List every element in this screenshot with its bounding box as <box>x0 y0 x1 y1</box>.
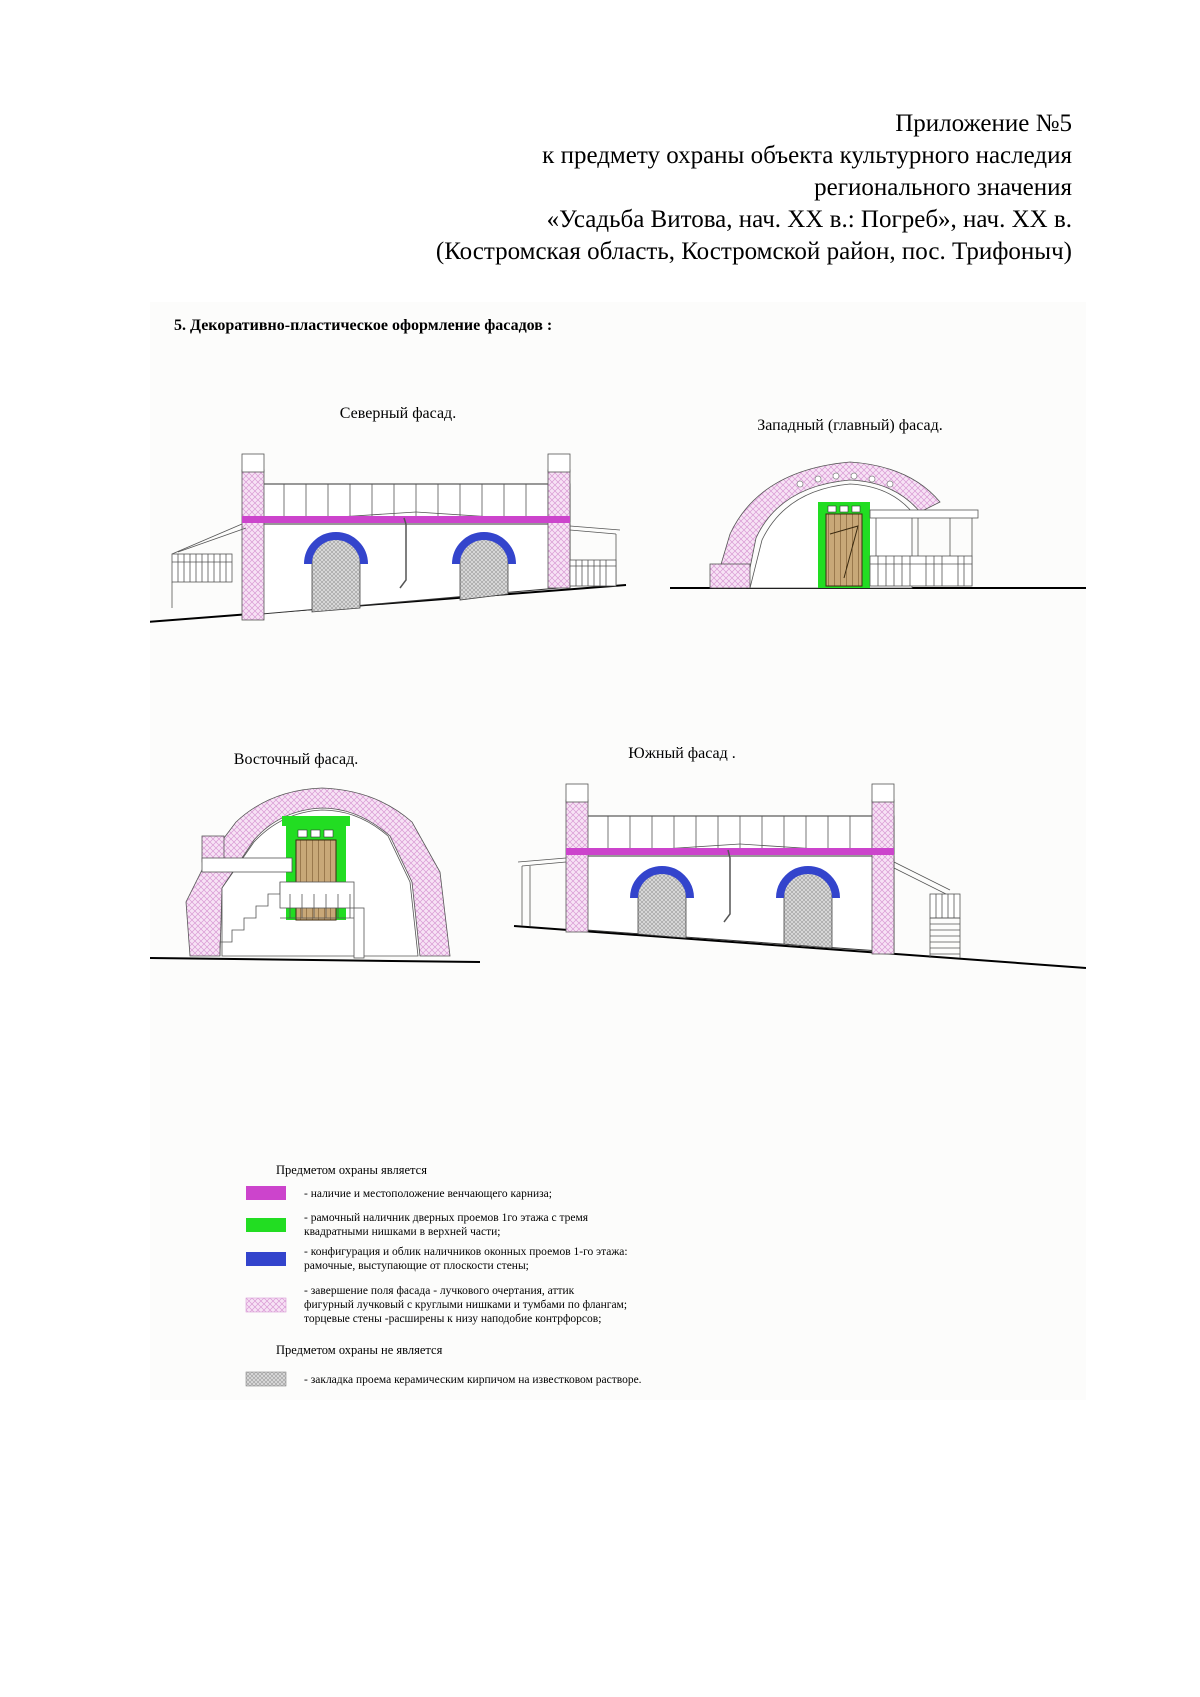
west-door <box>825 513 863 587</box>
south-window-left-frame <box>630 866 694 899</box>
north-window-right-frame <box>452 532 516 565</box>
north-right-pier <box>547 469 571 589</box>
legend-item-door-frame-line1: - рамочный наличник дверных проемов 1го … <box>304 1212 589 1224</box>
legend-swatch-window-frame <box>246 1252 286 1266</box>
appendix-header: Приложение №5 к предмету охраны объекта … <box>172 108 1072 268</box>
south-window-right-infill <box>783 869 833 949</box>
west-facade-drawing: Западный (главный) фасад. <box>670 417 1086 589</box>
north-wall <box>261 523 571 615</box>
facade-drawings-svg: 5. Декоративно-пластическое оформление ф… <box>150 317 1086 1387</box>
south-right-pier <box>871 799 895 955</box>
legend-not-protected-title: Предметом охраны не является <box>276 1343 443 1357</box>
south-left-pier <box>565 799 589 933</box>
south-facade-drawing: Южный фасад . <box>513 745 1086 969</box>
appendix-object-name: «Усадьба Витова, нач. XX в.: Погреб», на… <box>546 206 1072 233</box>
legend-swatch-pink-hatch <box>245 1297 287 1313</box>
legend-item-window-frame-line2: рамочные, выступающие от плоскости стены… <box>304 1260 529 1272</box>
south-facade-label: Южный фасад . <box>628 745 736 762</box>
south-cornice <box>566 848 894 855</box>
legend-swatch-door-frame <box>246 1218 286 1232</box>
legend-swatch-cornice <box>246 1186 286 1200</box>
appendix-location: (Костромская область, Костромской район,… <box>435 238 1072 265</box>
north-facade-drawing: Северный фасад. <box>150 405 627 623</box>
appendix-subject: к предмету охраны объекта культурного на… <box>542 142 1072 169</box>
appendix-significance: регионального значения <box>814 174 1072 201</box>
section-title: 5. Декоративно-пластическое оформление ф… <box>174 317 552 334</box>
legend-swatch-grey-hatch <box>245 1371 287 1387</box>
north-left-shed <box>171 523 247 608</box>
south-window-right-frame <box>776 866 840 899</box>
north-window-left-frame <box>304 532 368 565</box>
north-cornice <box>242 516 570 523</box>
north-right-porch <box>569 525 621 587</box>
legend-item-window-frame-line1: - конфигурация и облик наличников оконны… <box>304 1246 628 1258</box>
west-facade-label: Западный (главный) фасад. <box>757 417 943 434</box>
west-arch-attic <box>713 461 941 589</box>
legend-item-attic-line2: фигурный лучковый с круглыми нишками и т… <box>304 1299 627 1311</box>
east-stairs <box>201 857 365 959</box>
east-arch-attic <box>185 787 451 957</box>
west-porch <box>869 509 979 587</box>
north-left-pier <box>241 469 265 621</box>
facade-drawings-figure: 5. Декоративно-пластическое оформление ф… <box>150 302 1086 1400</box>
legend-protected-title: Предметом охраны является <box>276 1163 427 1177</box>
legend-item-brick-infill: - закладка проема керамическим кирпичом … <box>304 1374 642 1386</box>
east-facade-drawing: Восточный фасад. <box>150 751 481 963</box>
south-ground-line <box>513 925 1086 969</box>
north-facade-label: Северный фасад. <box>340 405 456 422</box>
legend-item-cornice: - наличие и местоположение венчающего ка… <box>304 1188 552 1200</box>
legend-item-door-frame-line2: квадратными нишками в верхней части; <box>304 1226 501 1238</box>
appendix-number: Приложение №5 <box>895 110 1072 137</box>
south-right-shed <box>893 861 961 958</box>
east-ground-line <box>150 957 481 963</box>
south-wall <box>585 855 895 953</box>
legend: Предметом охраны является - наличие и ме… <box>245 1163 642 1387</box>
south-left-porch <box>517 857 567 926</box>
north-window-left-infill <box>311 535 361 613</box>
legend-item-attic-line3: торцевые стены -расширены к низу наподоб… <box>304 1313 601 1325</box>
east-facade-label: Восточный фасад. <box>234 751 358 768</box>
legend-item-attic-line1: - завершение поля фасада - лучкового оче… <box>304 1285 575 1297</box>
west-round-niches <box>796 472 894 488</box>
